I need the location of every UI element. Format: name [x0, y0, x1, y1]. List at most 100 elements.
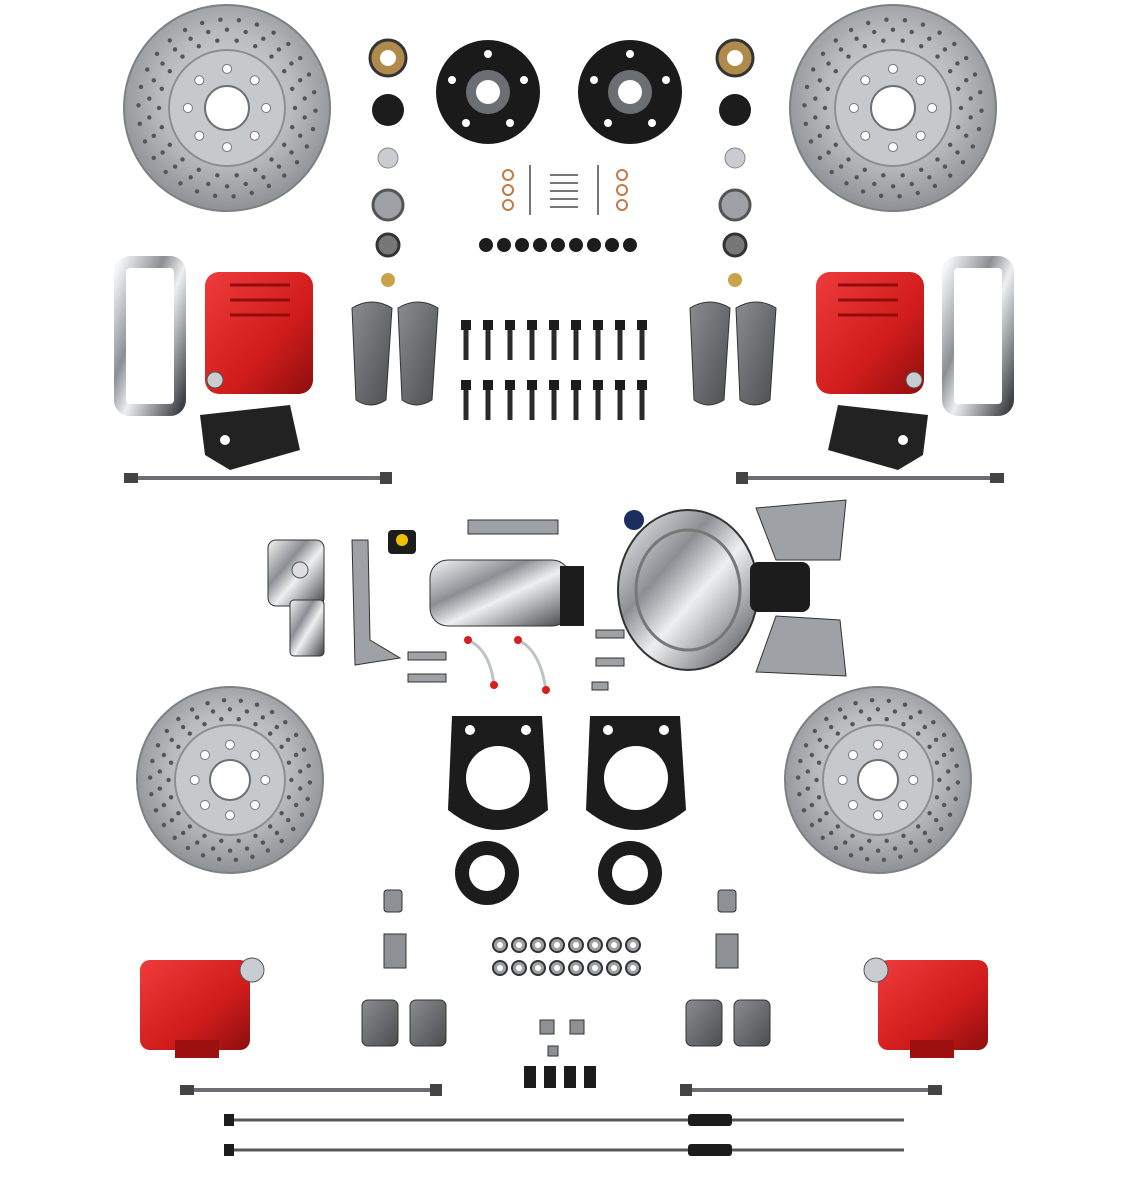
front-right-caliper [816, 272, 924, 394]
drill-hole [935, 157, 940, 162]
washer-hole [497, 965, 503, 971]
drill-hole [187, 731, 192, 736]
drill-hole [908, 840, 914, 845]
drill-hole [215, 173, 220, 178]
bolt-head [637, 320, 647, 330]
lug-hole [837, 775, 848, 785]
drill-hole [927, 811, 932, 816]
washer-hole [611, 942, 617, 948]
drill-hole [878, 193, 884, 198]
lug-hole [194, 130, 205, 141]
bolt-shank [485, 330, 491, 360]
drill-hole [833, 69, 838, 74]
drill-hole [933, 737, 939, 742]
drill-hole [946, 786, 951, 791]
drill-hole [299, 812, 305, 817]
drill-hole [881, 173, 886, 178]
drill-hole [157, 786, 162, 791]
drill-hole [161, 822, 167, 828]
drill-hole [916, 824, 921, 829]
drill-hole [968, 115, 973, 120]
drill-hole [286, 817, 291, 823]
drill-hole [913, 848, 919, 853]
rear-clips [539, 1019, 585, 1057]
bolt-head [483, 380, 493, 390]
drill-hole [188, 175, 193, 180]
drill-hole [955, 61, 960, 66]
drill-hole [244, 846, 250, 851]
drill-hole [279, 838, 284, 844]
drill-hole [178, 181, 183, 186]
drill-hole [160, 61, 165, 66]
drill-hole [964, 78, 969, 83]
drill-hole [934, 795, 940, 800]
drill-hole [182, 27, 188, 33]
drill-hole [194, 189, 200, 194]
washer-hole [554, 965, 560, 971]
washer-hole [630, 965, 636, 971]
drill-hole [927, 36, 932, 41]
drill-hole [274, 830, 280, 836]
drill-hole [169, 737, 174, 743]
drill-hole [862, 44, 867, 49]
lug-hole [915, 130, 926, 141]
drill-hole [283, 720, 288, 725]
drill-hole [798, 758, 803, 764]
drill-hole [848, 853, 854, 858]
drill-hole [254, 22, 260, 27]
drill-hole [922, 724, 927, 730]
drill-hole [307, 780, 313, 785]
drill-hole [795, 775, 801, 780]
drill-hole [306, 72, 312, 77]
drill-hole [298, 786, 303, 791]
drill-hole [935, 54, 940, 59]
drill-hole [817, 133, 822, 138]
booster-pushrod-bolts [407, 651, 447, 683]
drill-hole [816, 760, 822, 765]
hub-bolt [623, 238, 637, 252]
drill-hole [869, 698, 875, 703]
drill-hole [176, 811, 181, 816]
drill-hole [212, 193, 218, 198]
drill-hole [153, 808, 159, 813]
drill-hole [268, 824, 273, 829]
lug-hole [249, 130, 260, 141]
brake-lines-fittings [464, 636, 550, 694]
front-right-caliper-bracket [942, 256, 1014, 416]
washer-hole [516, 965, 522, 971]
drill-hole [286, 795, 292, 800]
drill-hole [151, 78, 156, 83]
drill-hole [172, 164, 178, 169]
drill-hole [279, 744, 284, 749]
rear-right-rotor [784, 686, 972, 874]
bolt-shank [595, 390, 601, 420]
drill-hole [842, 715, 848, 720]
rear-left-rotor [136, 686, 324, 874]
drill-hole [809, 752, 815, 758]
drill-hole [939, 826, 944, 832]
bolt-shank [595, 330, 601, 360]
drill-hole [860, 189, 866, 194]
drill-hole [194, 715, 200, 720]
rear-right-backing-plate [586, 716, 686, 830]
drill-hole [949, 747, 955, 752]
drill-hole [168, 760, 174, 765]
drill-hole [154, 51, 160, 56]
lug-hole [888, 142, 898, 153]
lug-hole [250, 800, 260, 810]
drill-hole [964, 133, 969, 138]
drill-hole [822, 105, 828, 111]
lug-hole [225, 810, 235, 821]
drill-hole [890, 27, 896, 32]
washer-hole [592, 942, 598, 948]
drill-hole [867, 717, 872, 722]
drill-hole [253, 167, 258, 172]
drill-hole [927, 175, 932, 180]
drill-hole [952, 41, 957, 47]
power-brake-booster [617, 509, 810, 671]
drill-hole [854, 175, 859, 180]
drill-hole [897, 194, 902, 199]
drill-hole [172, 47, 178, 52]
drill-hole [167, 142, 172, 147]
drill-hole [948, 69, 953, 74]
